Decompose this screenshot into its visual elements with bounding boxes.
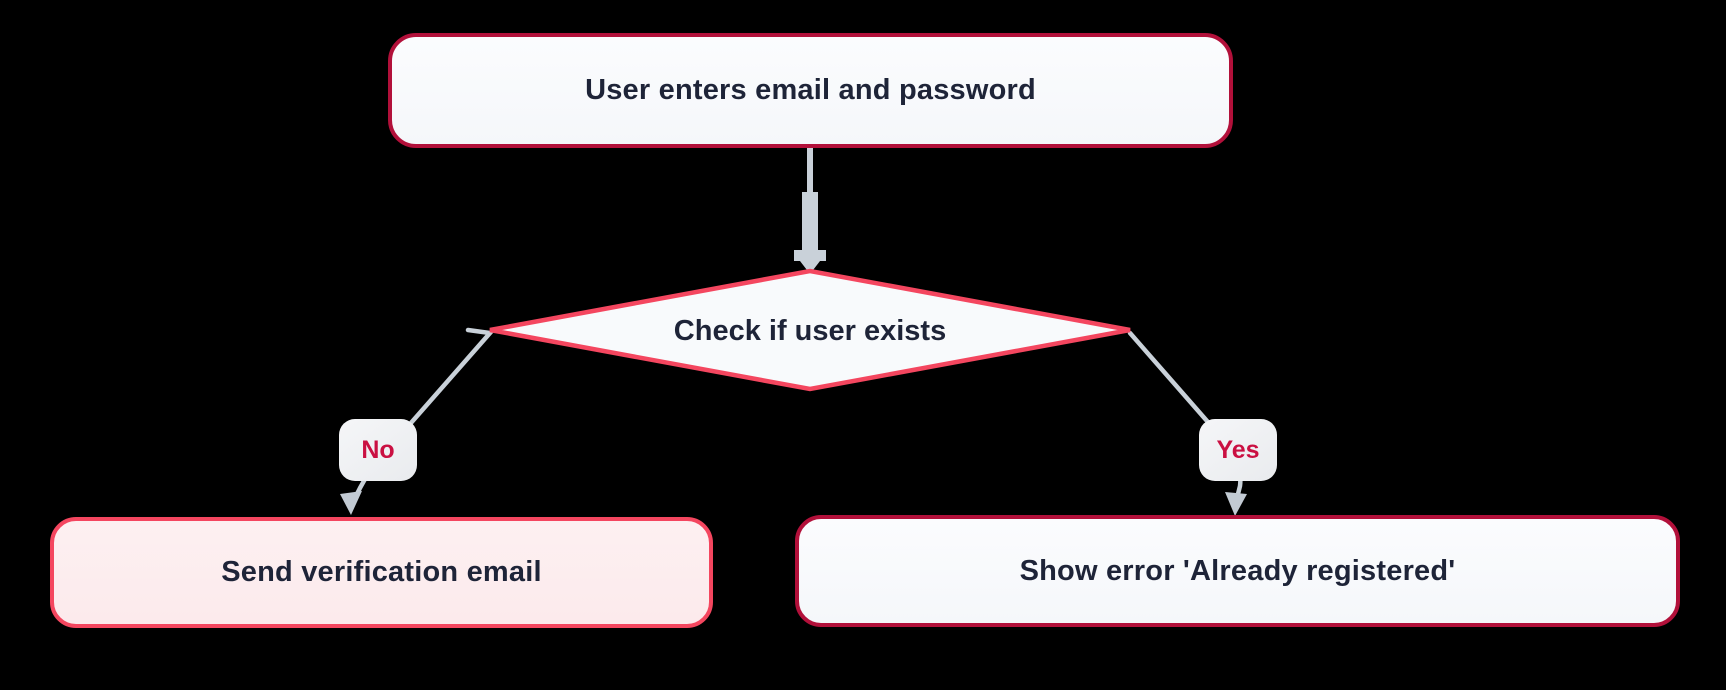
node-start-label: User enters email and password bbox=[585, 74, 1036, 106]
edge-label-no-text: No bbox=[361, 435, 395, 464]
edge-shaft-thick bbox=[802, 192, 818, 250]
edge-label-yes: Yes bbox=[1199, 419, 1277, 481]
node-no-result-label: Send verification email bbox=[221, 556, 542, 588]
arrowhead-down-icon bbox=[794, 250, 826, 274]
edge-label-no: No bbox=[339, 419, 417, 481]
edge-label-yes-text: Yes bbox=[1216, 435, 1260, 464]
arrowhead-no-icon bbox=[340, 491, 362, 515]
edge-shaft-thin bbox=[807, 148, 813, 196]
decision-diamond-shape bbox=[489, 268, 1131, 392]
node-decision-label: Check if user exists bbox=[673, 314, 947, 347]
edge-start-to-decision bbox=[794, 148, 826, 274]
node-start: User enters email and password bbox=[388, 33, 1233, 148]
arrowhead-yes-icon bbox=[1225, 492, 1247, 516]
node-yes-result-label: Show error 'Already registered' bbox=[1019, 554, 1456, 587]
node-decision: Check if user exists bbox=[560, 310, 1060, 352]
node-no-result: Send verification email bbox=[50, 517, 713, 628]
node-yes-result: Show error 'Already registered' bbox=[795, 515, 1680, 627]
